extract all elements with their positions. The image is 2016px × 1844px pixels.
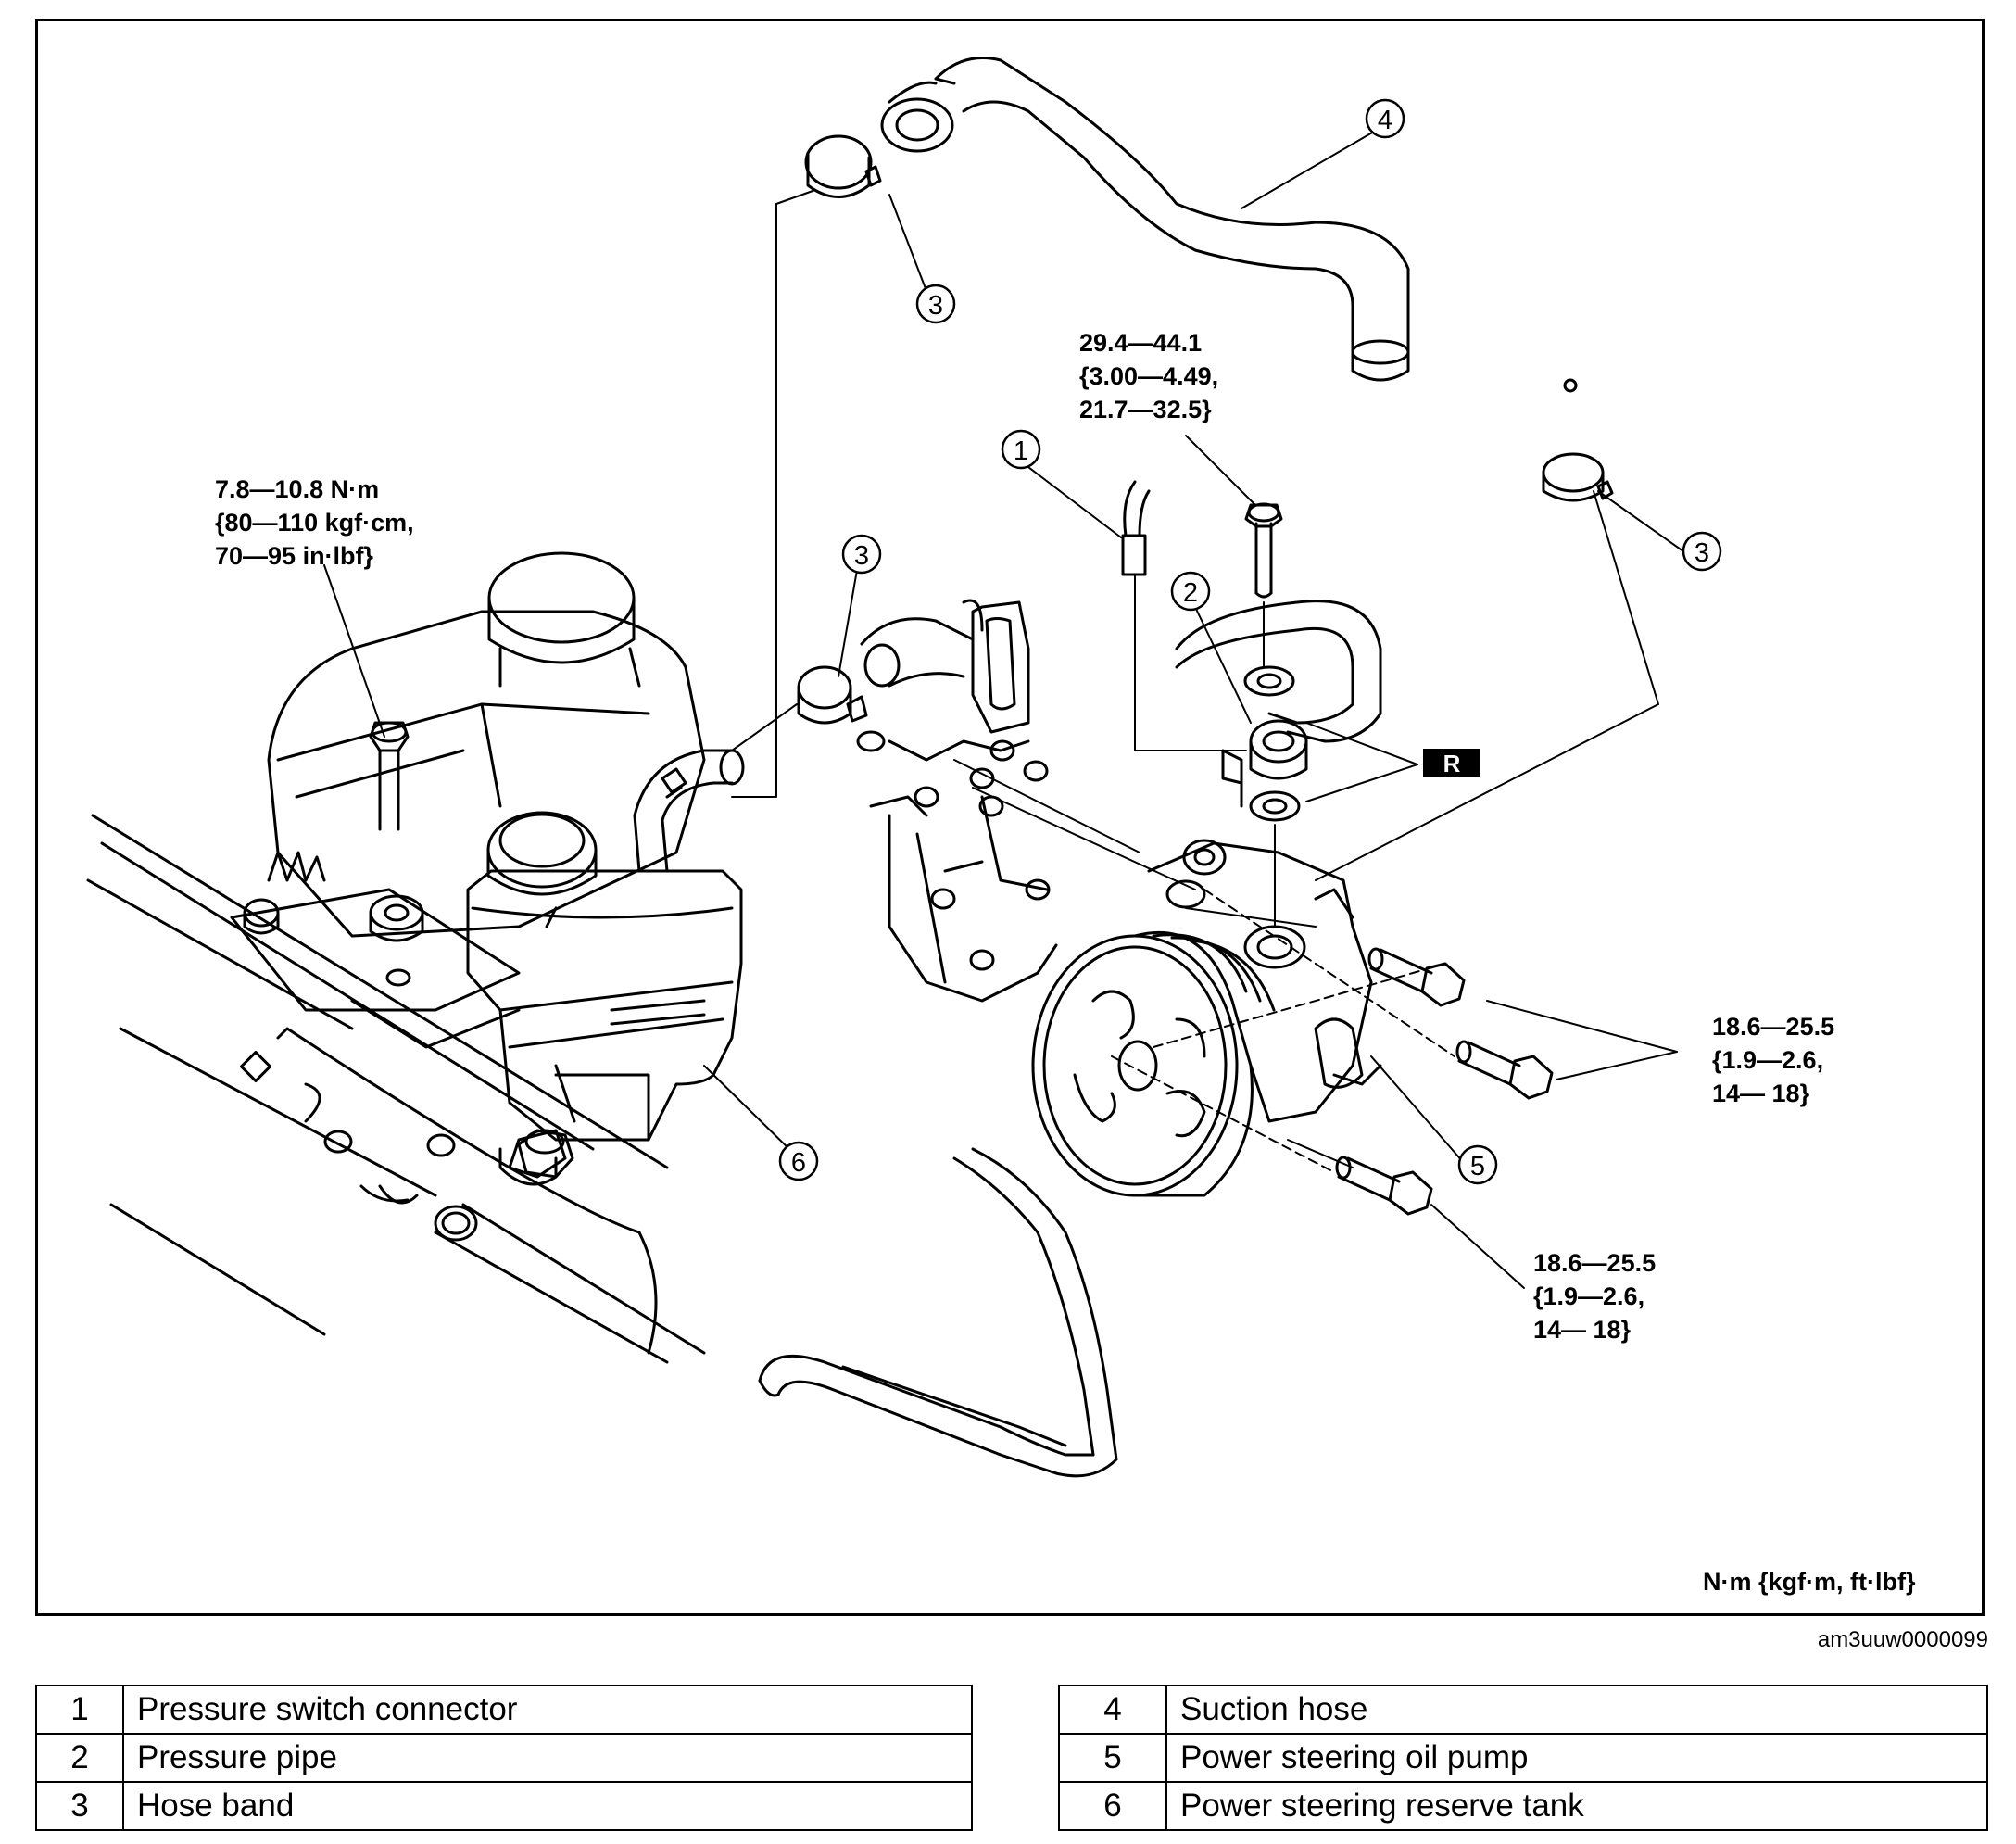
legend-row: 4 Suction hose [1058,1685,1988,1735]
tank-bolt [369,721,424,942]
svg-text:5: 5 [1470,1152,1485,1181]
legend-row: 3 Hose band [35,1781,973,1831]
pressure-pipe [1175,600,1382,808]
callout-3-right: 3 [1682,531,1722,572]
legend-row: 2 Pressure pipe [35,1733,973,1783]
drive-belt [758,1147,1118,1478]
nut [517,1129,574,1179]
pump-bolt-3 [1335,1156,1433,1216]
callout-1: 1 [1001,429,1041,470]
torque-pipe-bolt: 29.4—44.1 {3.00—4.49, 21.7—32.5} [1079,329,1219,423]
reserve-tank [466,749,745,1142]
pressure-switch-connector [1121,480,1151,576]
legend-table-right: 4 Suction hose 5 Power steering oil pump… [1058,1685,1988,1831]
callout-3-middle: 3 [841,534,882,575]
replace-marker: R [1423,749,1480,777]
legend-number: 2 [35,1733,124,1783]
pump-body [1147,839,1382,1123]
legend-name: Power steering reserve tank [1166,1781,1988,1831]
legend-row: 5 Power steering oil pump [1058,1733,1988,1783]
svg-text:3: 3 [928,291,943,321]
svg-text:3: 3 [854,541,869,571]
figure-reference: am3uuw0000099 [1817,1627,1988,1652]
tank-mount-bracket [230,851,521,1049]
svg-text:4: 4 [1378,106,1392,135]
legend-name: Pressure pipe [122,1733,973,1783]
legend-number: 1 [35,1685,124,1735]
hose-band-upper-left [804,134,882,198]
pump-inlet-hose [860,599,984,688]
svg-text:R: R [1443,750,1461,777]
legend-name: Hose band [122,1781,973,1831]
svg-text:2: 2 [1183,578,1198,608]
legend-number: 5 [1058,1733,1167,1783]
units-note: N·m {kgf·m, ft·lbf} [1703,1568,1916,1596]
callout-2: 2 [1170,571,1211,612]
legend-row: 6 Power steering reserve tank [1058,1781,1988,1831]
hose-band-middle [797,665,868,725]
callout-4: 4 [1365,98,1405,139]
legend-row: 1 Pressure switch connector [35,1685,973,1735]
svg-text:3: 3 [1695,538,1709,568]
pump-bracket [856,600,1058,1003]
washers [1243,665,1301,822]
callout-5: 5 [1457,1144,1498,1185]
callout-6: 6 [778,1141,819,1181]
torque-pump-bolts-upper: 18.6—25.5 {1.9—2.6, 14— 18} [1712,1013,1835,1107]
callout-3-top: 3 [915,284,956,324]
pump-bolt-1 [1367,947,1466,1007]
rear-reservoir [267,551,706,938]
legend-name: Pressure switch connector [122,1685,973,1735]
pump-bolt-2 [1455,1040,1554,1100]
suction-hose [880,57,1578,393]
svg-text:6: 6 [791,1148,806,1178]
legend-number: 6 [1058,1781,1167,1831]
legend-name: Suction hose [1166,1685,1988,1735]
torque-reserve-tank-bolt: 7.8—10.8 N·m {80—110 kgf·cm, 70—95 in·lb… [215,475,414,570]
diagram-frame [35,19,1984,1616]
pump-pulley [1031,930,1276,1197]
legend-number: 3 [35,1781,124,1831]
legend-name: Power steering oil pump [1166,1733,1988,1783]
legend-number: 4 [1058,1685,1167,1735]
hose-band-upper-right [1542,452,1614,502]
pipe-bolt [1244,502,1283,599]
legend-table-left: 1 Pressure switch connector 2 Pressure p… [35,1685,973,1831]
torque-pump-bolt-lower: 18.6—25.5 {1.9—2.6, 14— 18} [1533,1249,1657,1344]
svg-text:1: 1 [1014,436,1028,466]
leader-lines [323,124,1684,1289]
